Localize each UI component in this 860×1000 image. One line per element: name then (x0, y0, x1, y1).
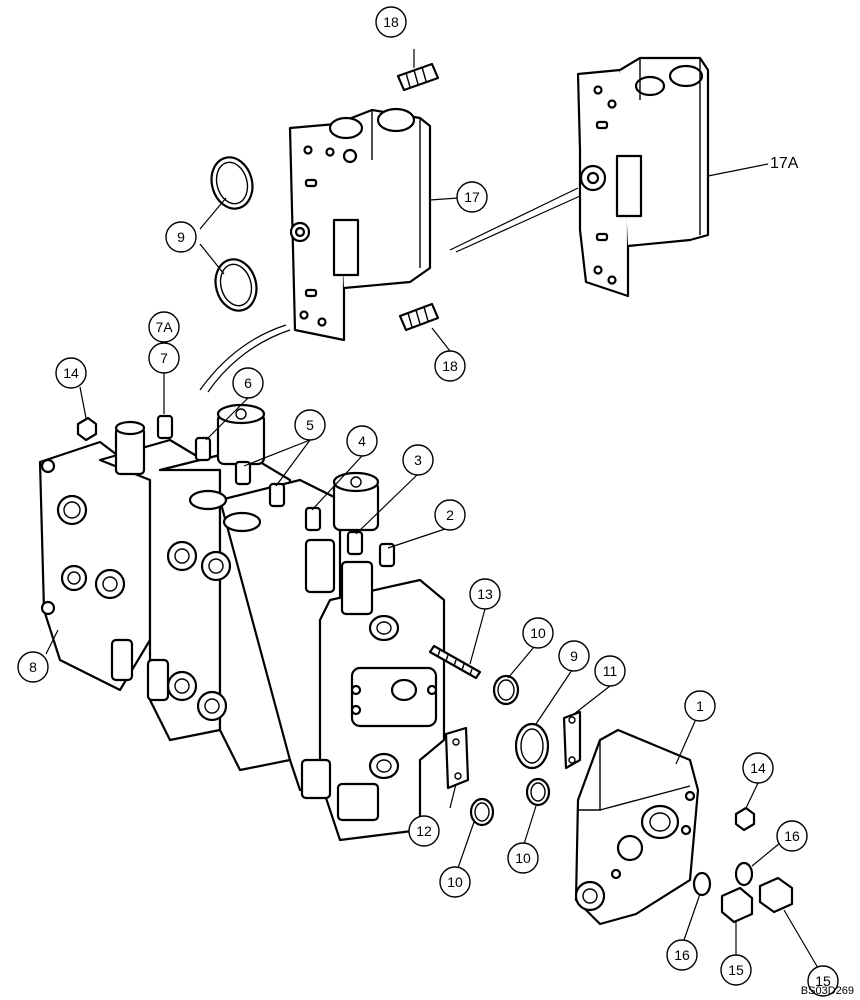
svg-text:7: 7 (160, 350, 168, 366)
callout-16-right: 16 (776, 820, 808, 852)
svg-text:1: 1 (696, 698, 704, 714)
set-screw-18-lower (398, 302, 440, 332)
control-valve-assembly (38, 403, 446, 842)
svg-text:10: 10 (530, 625, 546, 641)
set-screw-18-upper (396, 62, 440, 92)
svg-text:16: 16 (674, 947, 690, 963)
svg-text:12: 12 (416, 823, 432, 839)
svg-text:17A: 17A (770, 155, 799, 172)
callout-8: 8 (17, 651, 49, 683)
callout-18-top: 18 (375, 6, 407, 38)
o-ring-9-lower (214, 258, 258, 312)
leader-lines (45, 49, 819, 969)
drawing-reference-code: BS03D269 (801, 985, 854, 997)
svg-text:14: 14 (63, 365, 79, 381)
svg-text:15: 15 (728, 962, 744, 978)
callout-16-left: 16 (666, 939, 698, 971)
o-ring-16-right (734, 861, 754, 887)
svg-text:14: 14 (750, 760, 766, 776)
part-17a-end-section (576, 56, 710, 298)
callout-1: 1 (684, 690, 716, 722)
svg-text:4: 4 (358, 433, 366, 449)
callout-10-c: 10 (439, 866, 471, 898)
nut-14-left (76, 416, 98, 442)
svg-text:6: 6 (244, 375, 252, 391)
svg-text:10: 10 (515, 850, 531, 866)
callout-11: 11 (594, 655, 626, 687)
svg-text:7A: 7A (155, 319, 173, 335)
callout-4: 4 (346, 425, 378, 457)
callout-17: 17 (456, 181, 488, 213)
svg-text:5: 5 (306, 417, 314, 433)
stud-13 (428, 644, 482, 680)
svg-text:18: 18 (383, 14, 399, 30)
callout-15-left: 15 (720, 954, 752, 986)
svg-text:18: 18 (442, 358, 458, 374)
part-17-end-section (288, 107, 432, 342)
nut-14-right (734, 806, 756, 832)
callout-9-top: 9 (165, 221, 197, 253)
plate-11 (562, 710, 582, 770)
o-ring-9-upper (210, 156, 254, 210)
callout-6: 6 (232, 367, 264, 399)
plate-12 (444, 726, 470, 790)
callout-13: 13 (469, 578, 501, 610)
callout-15-right: 15 (807, 965, 839, 997)
part-1-end-cover (574, 728, 700, 926)
callout-12: 12 (408, 815, 440, 847)
plug-15-right (758, 876, 794, 914)
callout-9-right: 9 (558, 640, 590, 672)
svg-text:9: 9 (177, 229, 185, 245)
o-ring-16-left (692, 871, 712, 897)
callout-5: 5 (294, 409, 326, 441)
plug-15-left (720, 886, 754, 924)
svg-text:2: 2 (446, 507, 454, 523)
callout-18-bottom: 18 (434, 350, 466, 382)
label-17a: 17A (770, 155, 799, 172)
callout-10-a: 10 (522, 617, 554, 649)
callout-3: 3 (402, 444, 434, 476)
callout-7a: 7A (148, 311, 180, 343)
callout-10-b: 10 (507, 842, 539, 874)
svg-text:10: 10 (447, 874, 463, 890)
callout-14-left: 14 (55, 357, 87, 389)
svg-text:13: 13 (477, 586, 493, 602)
svg-text:8: 8 (29, 659, 37, 675)
callout-2: 2 (434, 499, 466, 531)
svg-text:17: 17 (464, 189, 480, 205)
svg-text:3: 3 (414, 452, 422, 468)
svg-text:15: 15 (815, 973, 831, 989)
svg-text:9: 9 (570, 648, 578, 664)
callout-7: 7 (148, 342, 180, 374)
svg-text:11: 11 (603, 663, 618, 679)
callout-14-right: 14 (742, 752, 774, 784)
svg-text:16: 16 (784, 828, 800, 844)
view-connector-line (449, 187, 579, 251)
